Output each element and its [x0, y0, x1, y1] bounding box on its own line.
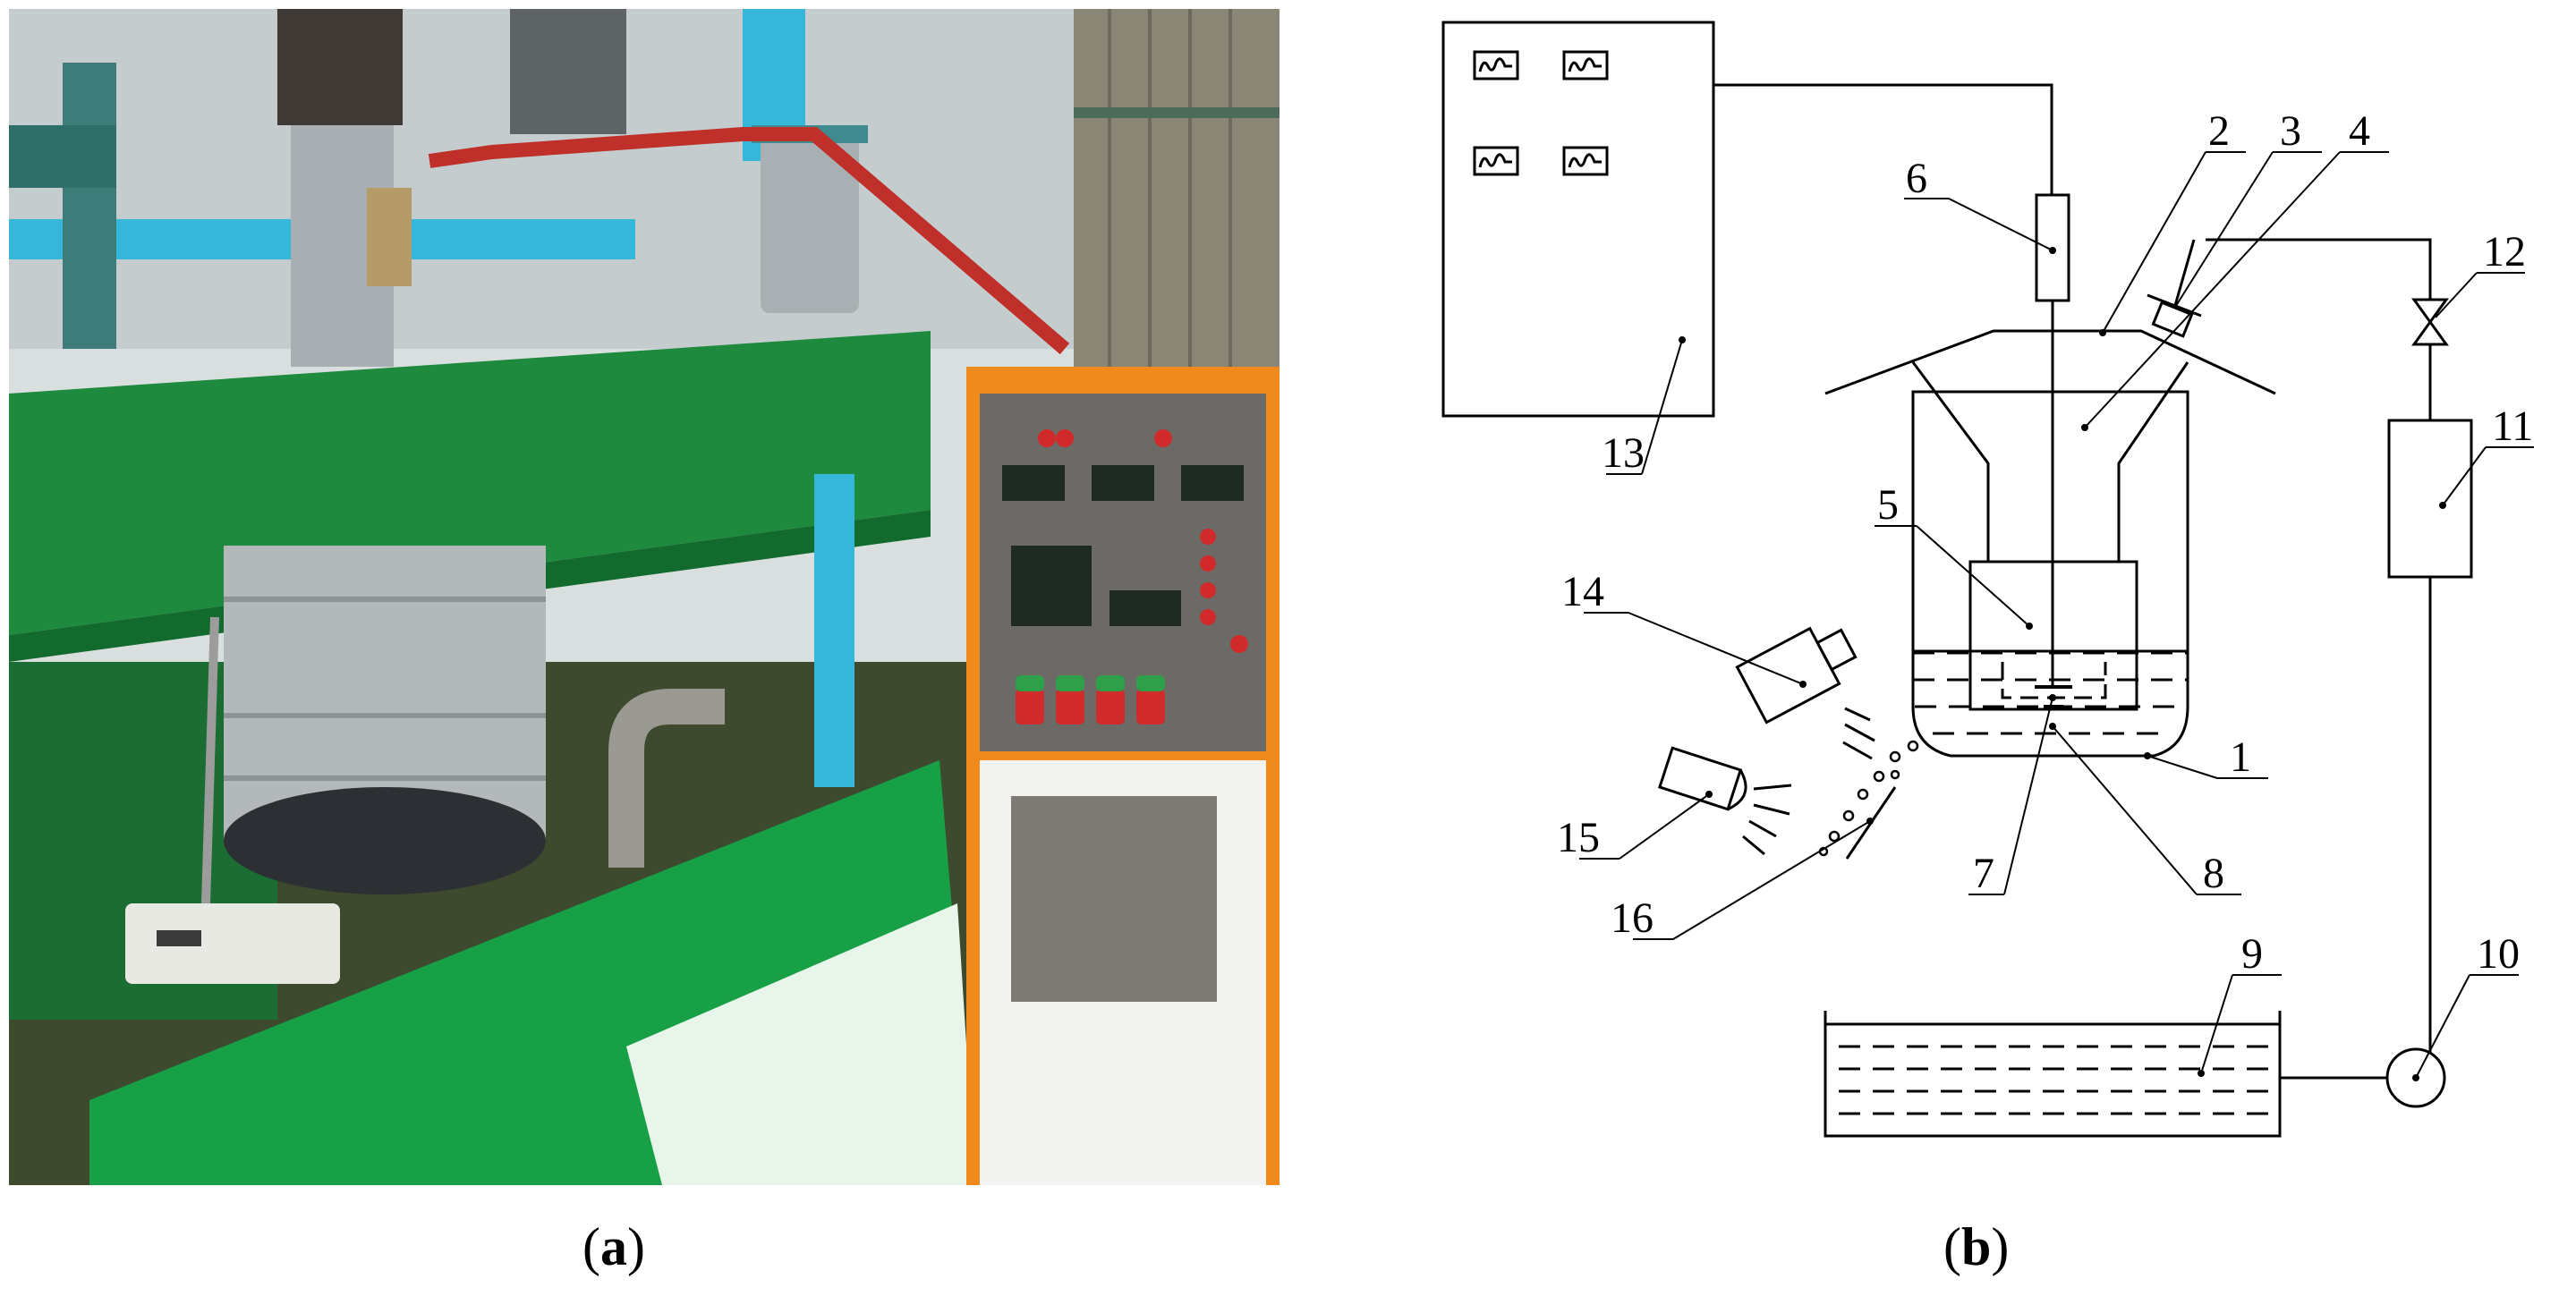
water-tank-9 [1824, 1011, 2282, 1138]
control-wire [1713, 83, 2053, 195]
label-6: 6 [1906, 155, 1927, 202]
caption-a: (a) [582, 1217, 645, 1276]
label-5: 5 [1877, 481, 1899, 529]
label-8: 8 [2203, 850, 2224, 897]
label-16: 16 [1611, 894, 1654, 942]
equipment-photo-icon [9, 9, 1279, 1185]
label-11: 11 [2492, 403, 2533, 450]
label-2: 2 [2208, 107, 2230, 155]
label-10: 10 [2477, 930, 2520, 978]
label-4: 4 [2349, 107, 2370, 155]
control-cabinet-13 [1441, 21, 1715, 418]
filter-11 [2387, 419, 2473, 579]
label-14: 14 [1561, 568, 1604, 615]
schematic-diagram: 13 6 2 3 4 12 11 5 14 15 16 1 7 8 9 10 [1441, 21, 2534, 1138]
label-13: 13 [1602, 429, 1645, 477]
crucible-1 [1911, 390, 2189, 758]
label-15: 15 [1557, 814, 1600, 861]
label-7: 7 [1973, 850, 1994, 897]
meter-icon [1473, 50, 1609, 176]
lid-2 [1824, 329, 2276, 395]
caption-b: (b) [1943, 1217, 2010, 1276]
label-9: 9 [2241, 930, 2263, 978]
label-12: 12 [2483, 228, 2526, 275]
camera-14 [1735, 626, 1858, 725]
valve-12 [2411, 298, 2449, 346]
label-1: 1 [2230, 733, 2251, 781]
rotary-unit-5 [1968, 560, 2138, 711]
light-source-15 [1658, 746, 1747, 811]
label-3: 3 [2280, 107, 2301, 155]
